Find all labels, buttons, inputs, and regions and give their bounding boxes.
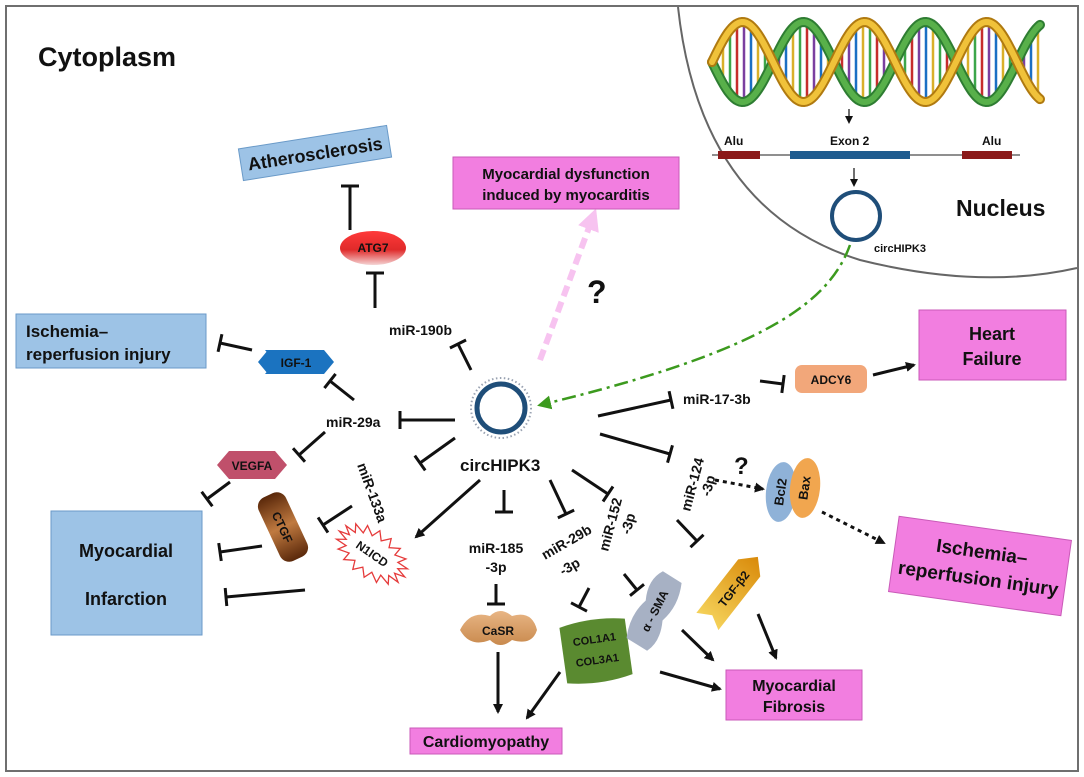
- mir185-casr-link: [487, 584, 505, 606]
- mir124-line2: -3p: [697, 473, 718, 497]
- tgf-fibrosis-link: [756, 613, 778, 660]
- gene-structure: Alu Exon 2 Alu circHIPK3: [712, 109, 1020, 255]
- adcy6-heartfailure-link: [872, 362, 916, 377]
- fibrosis-line1: Myocardial: [752, 678, 836, 695]
- mir152-line2: -3p: [617, 511, 638, 535]
- atg7-label: ATG7: [357, 241, 388, 255]
- atg7-node: ATG7: [340, 231, 406, 265]
- circ-mir133a-link: [413, 436, 456, 472]
- circ-mir124-link: [599, 432, 674, 464]
- circ-mir190b-link: [449, 338, 473, 371]
- central-circhipk3: circHIPK3: [460, 377, 540, 475]
- atg7-atherosclerosis-link: [341, 184, 359, 230]
- col1a1-label: COL1A1: [572, 631, 617, 649]
- nuclear-circhipk3-icon: [830, 190, 882, 242]
- mir124-tgf-link: [675, 518, 705, 549]
- mir29b-col-link: [570, 587, 591, 613]
- mir185-line2: -3p: [486, 559, 507, 575]
- nucleus-label: Nucleus: [956, 195, 1045, 221]
- mir29a-igf1-link: [323, 373, 355, 402]
- igf1-node: IGF-1: [258, 350, 334, 374]
- exon2-icon: [790, 151, 910, 159]
- mir133a-ctgf-link: [316, 504, 353, 534]
- igf1-label: IGF-1: [281, 356, 312, 370]
- mir29a-vegfa-link: [291, 430, 326, 463]
- circ-cardio-link: [414, 478, 481, 539]
- bax-ischemia-right-link: [821, 510, 886, 545]
- cytoplasm-label: Cytoplasm: [38, 42, 176, 72]
- export-arrow: [537, 244, 852, 410]
- mir185-line1: miR-185: [469, 540, 524, 556]
- ischemia-left-line1: Ischemia–: [26, 322, 108, 341]
- igf1-ischemia-left-link: [216, 333, 253, 353]
- mir124-bcl2-link: [714, 478, 765, 493]
- ischemia-right-box: Ischemia– reperfusion injury: [887, 515, 1073, 617]
- alu-left-icon: [718, 151, 760, 159]
- col-fibrosis-link: [659, 670, 722, 692]
- myocarditis-line1: Myocardial dysfunction: [482, 166, 650, 183]
- mi-line2: Infarction: [85, 589, 167, 609]
- myocarditis-box: Myocardial dysfunction induced by myocar…: [452, 156, 680, 210]
- bcl2-question-mark: ?: [734, 453, 749, 480]
- connectors: [200, 184, 916, 720]
- mir17-adcy6-link: [759, 374, 786, 394]
- myocarditis-line2: induced by myocarditis: [482, 187, 650, 204]
- circ-mir17-link: [597, 390, 675, 418]
- alu-right-icon: [962, 151, 1012, 159]
- myocarditis-arrow: [537, 208, 599, 362]
- mir152-asma-link: [622, 573, 645, 597]
- mir29a-label: miR-29a: [326, 414, 381, 430]
- circ-mir152-link: [571, 468, 615, 503]
- heart-failure-line2: Failure: [962, 349, 1021, 369]
- asma-fibrosis-link: [680, 628, 715, 662]
- alu-right-label: Alu: [982, 134, 1001, 148]
- col-node: COL1A1 COL3A1: [559, 618, 633, 684]
- unknown-mechanism-mark: ?: [587, 274, 607, 310]
- atherosclerosis-box: Atherosclerosis: [237, 124, 393, 182]
- myocardial-infarction-box: Myocardial Infarction: [50, 510, 203, 636]
- heart-failure-line1: Heart: [969, 324, 1015, 344]
- circ-mir185-link: [495, 490, 513, 514]
- circhipk3-icon: [474, 381, 528, 435]
- adcy6-label: ADCY6: [811, 373, 852, 387]
- ctgf-mi-link: [217, 542, 263, 562]
- mir190b-label: miR-190b: [389, 322, 452, 338]
- casr-node: CaSR: [460, 611, 537, 645]
- exon2-label: Exon 2: [830, 134, 870, 148]
- circ-mir29b-link: [548, 479, 575, 520]
- ctgf-node: CTGF: [257, 492, 309, 562]
- circhipk3-label: circHIPK3: [460, 456, 540, 475]
- casr-label: CaSR: [482, 624, 514, 638]
- fibrosis-box: Myocardial Fibrosis: [725, 669, 863, 721]
- mi-line1: Myocardial: [79, 541, 173, 561]
- fibrosis-line2: Fibrosis: [763, 699, 825, 716]
- ischemia-left-line2: reperfusion injury: [26, 345, 171, 364]
- vegfa-label: VEGFA: [232, 459, 273, 473]
- adcy6-node: ADCY6: [795, 365, 867, 393]
- bcl2-bax-node: Bcl2 Bax: [765, 458, 821, 522]
- bcl2-label: Bcl2: [771, 477, 790, 506]
- bax-label: Bax: [795, 474, 813, 500]
- dna-helix-icon: [707, 16, 1045, 108]
- nuclear-circhipk3-label: circHIPK3: [874, 243, 926, 255]
- n1icd-mi-link: [223, 587, 306, 607]
- circhipk3-halo-icon: [470, 377, 532, 439]
- heart-failure-box: Heart Failure: [918, 309, 1067, 381]
- col-cardio-link: [525, 671, 562, 720]
- vegfa-node: VEGFA: [217, 451, 287, 479]
- mir190b-atg7-link: [366, 271, 384, 308]
- ischemia-left-box: Ischemia– reperfusion injury: [15, 313, 207, 369]
- cardiomyopathy-box: Cardiomyopathy: [409, 727, 563, 755]
- nucleus-membrane: [677, 6, 1078, 279]
- alu-left-label: Alu: [724, 134, 743, 148]
- n1icd-node: N1ICD: [334, 522, 410, 586]
- circ-mir29a-link: [398, 411, 455, 429]
- col3a1-label: COL3A1: [575, 652, 620, 670]
- frame: [5, 5, 1079, 772]
- cardiomyopathy-label: Cardiomyopathy: [423, 734, 549, 751]
- mir17-label: miR-17-3b: [683, 391, 751, 407]
- vegfa-mi-link: [200, 480, 231, 508]
